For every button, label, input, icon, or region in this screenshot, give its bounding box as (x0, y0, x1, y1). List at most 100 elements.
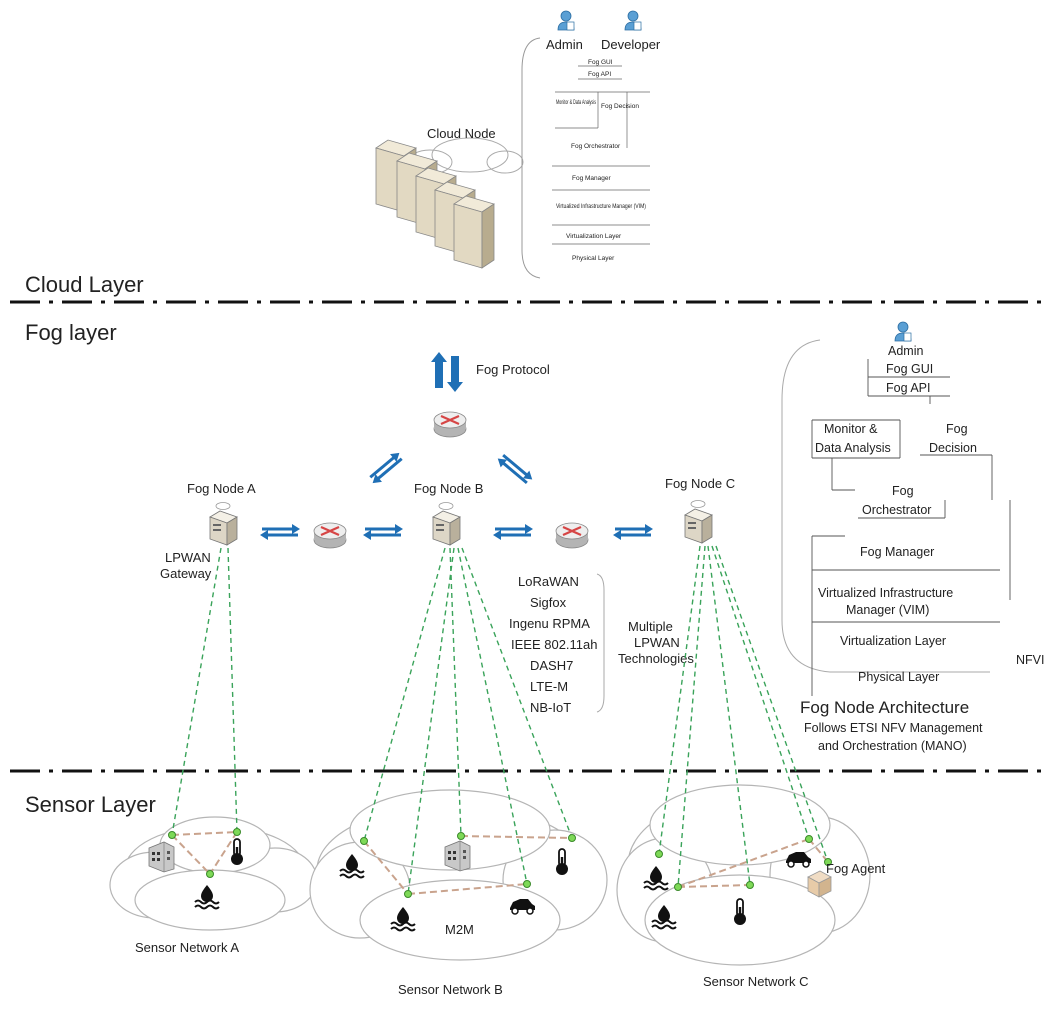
arch-vim-line2: Manager (VIM) (846, 603, 929, 617)
cloud-stack-decision: Fog Decision (601, 103, 639, 110)
fog-to-sensor-links (171, 545, 829, 895)
fog-node-architecture: Admin Fog GUI Fog API Monitor & Data Ana… (781, 321, 1044, 753)
arrow-a-router-left (260, 524, 300, 540)
arch-decision-line2: Decision (929, 441, 977, 455)
arch-api-label: Fog API (886, 381, 930, 395)
arch-vim-line1: Virtualized Infrastructure (818, 586, 953, 600)
tech-list-bracket (596, 573, 605, 713)
sensor-node-c3 (746, 881, 754, 889)
arch-decision-line1: Fog (946, 422, 968, 436)
arch-monitor-line2: Data Analysis (815, 441, 891, 455)
cloud-stack-monitor: Monitor & Data Analysis (556, 99, 596, 106)
router-left (312, 521, 348, 550)
cloud-stack-manager: Fog Manager (572, 175, 611, 182)
fog-protocol: Fog Protocol (431, 352, 550, 392)
sensor-network-a-label: Sensor Network A (135, 940, 239, 955)
architecture-bracket (781, 339, 990, 673)
cloud-stack-physical: Physical Layer (572, 255, 615, 262)
fog-node-a-server-icon (209, 502, 238, 546)
arch-gui-label: Fog GUI (886, 362, 933, 376)
arrow-b-router-top (365, 449, 407, 487)
cloud-admin-role: Admin (546, 10, 583, 52)
cloud-developer-role: Developer (601, 10, 661, 52)
cloud-layer-title: Cloud Layer (25, 272, 144, 297)
arch-manager-label: Fog Manager (860, 545, 934, 559)
arch-orchestrator-line1: Fog (892, 484, 914, 498)
arch-physical-label: Physical Layer (858, 670, 939, 684)
fog-node-b-server-icon (432, 502, 461, 546)
m2m-label: M2M (445, 922, 474, 937)
arrow-router-top-c (494, 450, 536, 488)
lpwan-technologies: LoRaWAN Sigfox Ingenu RPMA IEEE 802.11ah… (509, 573, 605, 715)
tech-sigfox: Sigfox (530, 595, 567, 610)
cloud-admin-label: Admin (546, 37, 583, 52)
arch-monitor-line1: Monitor & (824, 422, 878, 436)
arch-virtualization-label: Virtualization Layer (840, 634, 946, 648)
sensor-node-c2 (674, 883, 682, 891)
cloud-stack-vim: Virtualized Infrastructure Manager (VIM) (556, 203, 646, 210)
fog-agent-label: Fog Agent (826, 861, 886, 876)
cloud-node-label: Cloud Node (427, 126, 496, 141)
multiple-technologies: Multiple LPWAN Technologies (618, 619, 694, 666)
tech-dash7: DASH7 (530, 658, 573, 673)
cloud-node: Cloud Node Admin Developer Fog GUI Fog A… (375, 10, 661, 279)
multiple-line1: Multiple (628, 619, 673, 634)
arch-admin-label: Admin (888, 344, 923, 358)
router-top (432, 410, 468, 439)
fog-node-c-server-icon (684, 500, 713, 544)
sensor-layer-title: Sensor Layer (25, 792, 156, 817)
server-rack-icon (375, 139, 495, 269)
sensor-cloud-c (616, 784, 871, 966)
cloud-stack-api: Fog API (588, 71, 611, 78)
cloud-stack-virtualization: Virtualization Layer (566, 233, 622, 240)
building-icon (148, 841, 175, 873)
fog-node-c: Fog Node C (665, 476, 735, 544)
arch-subtitle-line1: Follows ETSI NFV Management (804, 721, 983, 735)
admin-user-icon (557, 10, 575, 31)
fog-protocol-label: Fog Protocol (476, 362, 550, 377)
sensor-node-a3 (206, 870, 214, 878)
developer-user-icon (624, 10, 642, 31)
sensor-node-c1 (655, 850, 663, 858)
tech-lorawan: LoRaWAN (518, 574, 579, 589)
multiple-line2: LPWAN (634, 635, 680, 650)
sensor-node-b1 (360, 837, 368, 845)
sensor-node-a2 (233, 828, 241, 836)
fog-agent-box-icon (807, 870, 832, 898)
cloud-stack (552, 65, 650, 245)
fog-protocol-arrows (431, 352, 463, 392)
cloud-stack-orchestrator: Fog Orchestrator (571, 143, 621, 150)
fog-node-b-label: Fog Node B (414, 481, 483, 496)
arrow-router-right-c (613, 524, 653, 540)
tech-nbiot: NB-IoT (530, 700, 571, 715)
tech-ingenu: Ingenu RPMA (509, 616, 590, 631)
arch-nfvi-label: NFVI (1016, 653, 1044, 667)
sensor-node-a1 (168, 831, 176, 839)
arrow-router-left-b (363, 524, 403, 540)
sensor-network-c: Fog Agent Sensor Network C (643, 835, 886, 989)
fog-node-a: Fog Node A LPWAN Gateway (160, 481, 256, 581)
sensor-node-c4 (805, 835, 813, 843)
sensor-node-b2 (457, 832, 465, 840)
tech-ltem: LTE-M (530, 679, 568, 694)
building-icon (444, 840, 471, 872)
fog-layer-title: Fog layer (25, 320, 117, 345)
sensor-peer-links (171, 831, 829, 895)
gateway-label-line2: Gateway (160, 566, 212, 581)
sensor-network-a: Sensor Network A (135, 828, 244, 955)
fog-node-b: Fog Node B (414, 481, 483, 546)
sensor-network-b: M2M Sensor Network B (339, 832, 576, 997)
cloud-stack-gui: Fog GUI (588, 59, 613, 66)
arch-orchestrator-line2: Orchestrator (862, 503, 931, 517)
router-right (554, 521, 590, 550)
fog-node-a-label: Fog Node A (187, 481, 256, 496)
arch-admin-user-icon (894, 321, 912, 342)
arrow-b-router-right (493, 524, 533, 540)
cloud-stack-bracket (521, 37, 541, 279)
fog-node-c-label: Fog Node C (665, 476, 735, 491)
sensor-node-b5 (523, 880, 531, 888)
arch-title: Fog Node Architecture (800, 698, 969, 717)
sensor-network-b-label: Sensor Network B (398, 982, 503, 997)
sensor-node-c5 (824, 858, 832, 866)
